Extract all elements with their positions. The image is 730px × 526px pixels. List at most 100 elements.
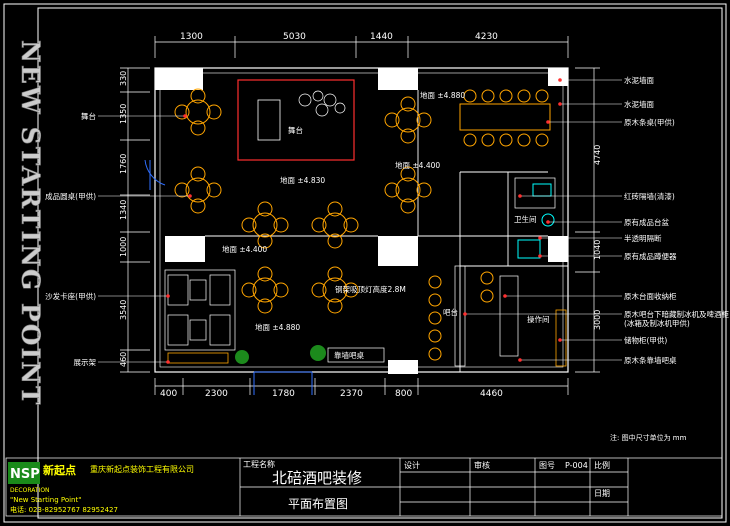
bar-label: 吧台	[443, 307, 458, 317]
chair	[400, 96, 416, 112]
wc-label: 卫生间	[514, 214, 537, 224]
chair	[311, 217, 327, 233]
bottom-dimension-line	[154, 378, 569, 395]
brand-vertical-text: NEW STARTING POINT	[16, 40, 45, 407]
dim-right-2: 1040	[593, 240, 602, 260]
logo-en: DECORATION	[10, 487, 50, 494]
elev-label-1: 地面 ±4.880	[420, 90, 465, 100]
sofa-booth	[164, 269, 236, 351]
logo-cn: 新起点	[43, 463, 76, 477]
dim-top-4: 4230	[475, 32, 498, 42]
chair	[384, 182, 400, 198]
leader-dot	[518, 194, 522, 198]
toilet-icon	[517, 239, 541, 259]
display-shelf	[167, 352, 229, 364]
number-label: 图号	[539, 461, 555, 470]
project-label: 工程名称	[243, 459, 275, 469]
dim-bottom-1: 400	[160, 389, 177, 399]
bar-stool	[481, 133, 495, 147]
leader-dot	[538, 236, 542, 240]
logo-badge	[8, 462, 40, 484]
design-label: 设计	[404, 460, 420, 470]
chair	[257, 201, 273, 217]
round-table	[384, 166, 432, 214]
dim-bottom-5: 800	[395, 389, 412, 399]
bar-stool	[480, 289, 494, 303]
long-wood-table	[459, 103, 551, 131]
project-name: 北碚酒吧装修	[272, 469, 362, 487]
chair	[327, 201, 343, 217]
logo-letters: NSP	[10, 467, 40, 482]
chair	[257, 266, 273, 282]
label-left: 沙发卡座(甲供)	[45, 291, 96, 301]
chair	[400, 198, 416, 214]
round-table	[311, 266, 359, 314]
chair	[327, 298, 343, 314]
wc-room	[514, 177, 556, 209]
leader-dot	[558, 102, 562, 106]
chair	[343, 217, 359, 233]
dim-left-5: 1000	[119, 237, 128, 257]
storage-cabinet	[555, 309, 567, 367]
plant-center	[310, 345, 326, 361]
bar-stool	[535, 133, 549, 147]
dim-left-1: 330	[119, 71, 128, 86]
chair	[190, 88, 206, 104]
chair	[241, 282, 257, 298]
label-right: 水泥墙面	[624, 75, 654, 85]
right-dimension-line	[575, 67, 600, 373]
round-table	[384, 96, 432, 144]
bar-stool	[480, 271, 494, 285]
title-block	[5, 457, 723, 517]
bar-stool	[535, 89, 549, 103]
leader-dot	[538, 254, 542, 258]
leader-dot	[518, 358, 522, 362]
label-right: 储物柜(甲供)	[624, 335, 667, 345]
chair	[190, 120, 206, 136]
chair	[343, 282, 359, 298]
bar-stool	[428, 311, 442, 325]
storage-counter	[499, 275, 519, 357]
bar-stools-bar	[428, 271, 494, 361]
dim-left-4: 1340	[119, 200, 128, 220]
top-dimension-line	[154, 36, 569, 58]
chair	[257, 233, 273, 249]
label-right: 原木吧台下暗藏制冰机及啤酒柜(冰箱及制冰机甲供)	[624, 309, 729, 328]
dim-left-7: 460	[119, 352, 128, 367]
label-right: 原木台面收纳柜	[624, 291, 677, 301]
round-table	[174, 88, 222, 136]
chair	[327, 233, 343, 249]
footer-line: 电话: 023-82952767 82952427	[10, 505, 118, 514]
leader-dot	[188, 194, 192, 198]
leader-dot	[503, 294, 507, 298]
chair	[400, 128, 416, 144]
left-dimension-line	[120, 67, 150, 373]
leader-dot	[546, 120, 550, 124]
leader-dot	[166, 294, 170, 298]
bar-stool	[517, 89, 531, 103]
chair	[416, 182, 432, 198]
label-left: 展示架	[74, 358, 97, 367]
dim-top-3: 1440	[370, 32, 393, 42]
elev-label-3: 地面 ±4.400	[395, 160, 440, 170]
drawing-name: 平面布置图	[288, 497, 348, 511]
inner-frame	[37, 7, 723, 519]
chair	[384, 112, 400, 128]
paint-note: 钢架吸顶灯高度2.8M	[335, 284, 406, 294]
wall-bar-table-label: 靠墙吧桌	[334, 350, 364, 360]
chair	[257, 298, 273, 314]
dim-left-3: 1760	[119, 154, 128, 174]
chair	[190, 198, 206, 214]
round-table	[241, 266, 289, 314]
chair	[311, 282, 327, 298]
bar-stool	[428, 347, 442, 361]
dim-bottom-2: 2300	[205, 389, 228, 399]
stage-equipment	[257, 99, 281, 141]
leader-dot	[558, 78, 562, 82]
label-right: 原有成品蹲便器	[624, 251, 677, 261]
dim-top-2: 5030	[283, 32, 306, 42]
stage-label: 舞台	[288, 125, 303, 135]
dim-bottom-3: 1780	[272, 389, 295, 399]
elev-label-4: 地面 ±4.400	[222, 244, 267, 254]
